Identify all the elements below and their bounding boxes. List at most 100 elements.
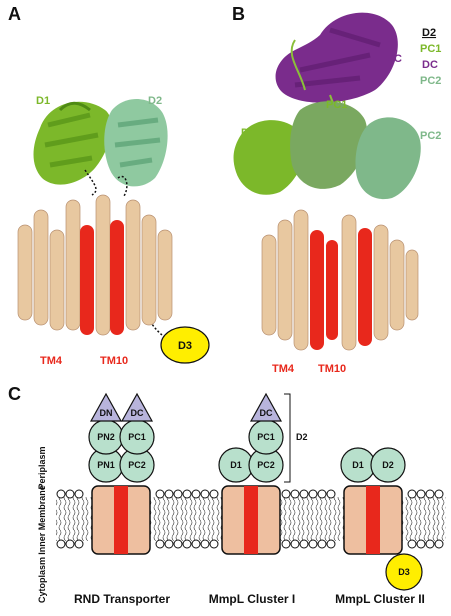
tm4-label: TM4 bbox=[40, 355, 63, 367]
lipid-head bbox=[200, 539, 210, 549]
panel-b-letter: B bbox=[232, 4, 245, 24]
legend-dc: DC bbox=[422, 59, 438, 71]
lipid-head bbox=[173, 489, 183, 499]
d3-label: D3 bbox=[178, 340, 192, 352]
lipid-head bbox=[281, 489, 291, 499]
legend-pc2: PC2 bbox=[420, 75, 441, 87]
mmpl1-dc: DC bbox=[260, 408, 273, 418]
tm-helices bbox=[17, 194, 173, 336]
lipid-head bbox=[173, 539, 183, 549]
rnd-pc1: PC1 bbox=[128, 432, 146, 442]
legend-d2: D2 bbox=[422, 27, 436, 39]
b-tm10-label: TM10 bbox=[318, 363, 346, 375]
b-pc1-label: PC1 bbox=[326, 99, 347, 111]
mmpl1-label: MmpL Cluster I bbox=[209, 592, 295, 606]
panel-c: C Periplasm Inner Membrane Cytoplasm PN1… bbox=[8, 384, 446, 606]
tm4-tm10-helices bbox=[80, 220, 124, 335]
lipid-head bbox=[74, 539, 84, 549]
rnd-pc2: PC2 bbox=[128, 460, 146, 470]
d2-bracket bbox=[284, 393, 291, 483]
bracket-d2-label: D2 bbox=[296, 432, 308, 442]
b-tm4-tm10-helices bbox=[310, 228, 372, 350]
dotted-loop bbox=[147, 317, 169, 341]
d2-label: D2 bbox=[148, 95, 162, 107]
rnd-dc: DC bbox=[131, 408, 144, 418]
mmpl2-d2: D2 bbox=[382, 460, 394, 470]
panel-a: A D1 bbox=[8, 4, 210, 367]
lipid-head bbox=[308, 539, 318, 549]
lipid-head bbox=[155, 539, 165, 549]
dc-domain-structure bbox=[275, 12, 398, 103]
dotted-loop bbox=[117, 175, 128, 197]
lipid-head bbox=[65, 539, 75, 549]
lipid-head bbox=[317, 489, 327, 499]
lipid-head bbox=[65, 489, 75, 499]
dotted-loop bbox=[84, 169, 97, 196]
lipid-head bbox=[326, 489, 336, 499]
b-tm-helices bbox=[261, 209, 419, 351]
lipid-head bbox=[290, 539, 300, 549]
pc1-domain-structure bbox=[290, 101, 368, 189]
panel-c-letter: C bbox=[8, 384, 21, 404]
rnd-dn: DN bbox=[100, 408, 113, 418]
lipid-head bbox=[308, 489, 318, 499]
lipid-head bbox=[56, 539, 66, 549]
rnd-transporter: PN1 PC2 PN2 PC1 DN DC RND Transporter bbox=[74, 392, 170, 606]
d2-domain-structure bbox=[104, 98, 168, 187]
rnd-pn1: PN1 bbox=[97, 460, 115, 470]
lipid-head bbox=[182, 489, 192, 499]
mmpl1-pc1: PC1 bbox=[257, 432, 275, 442]
tm10-label: TM10 bbox=[100, 355, 128, 367]
legend-pc1: PC1 bbox=[420, 43, 441, 55]
lipid-head bbox=[299, 539, 309, 549]
lipid-head bbox=[56, 489, 66, 499]
lipid-head bbox=[200, 489, 210, 499]
mmpl-cluster-1: D1 PC2 PC1 DC D2 MmpL Cluster I bbox=[209, 392, 308, 606]
lipid-head bbox=[416, 539, 426, 549]
cytoplasm-label: Cytoplasm bbox=[37, 557, 47, 603]
mmpl-cluster-2: D1 D2 D3 MmpL Cluster II bbox=[335, 447, 425, 606]
lipid-head bbox=[209, 489, 219, 499]
mmpl1-d1: D1 bbox=[230, 460, 242, 470]
mmpl2-d3: D3 bbox=[398, 567, 410, 577]
lipid-head bbox=[209, 539, 219, 549]
lipid-head bbox=[407, 539, 417, 549]
lipid-head bbox=[407, 489, 417, 499]
lipid-head bbox=[155, 489, 165, 499]
b-dc-label: DC bbox=[386, 53, 402, 65]
mmpl2-d1: D1 bbox=[352, 460, 364, 470]
d1-domain-structure bbox=[33, 101, 112, 185]
lipid-head bbox=[281, 539, 291, 549]
lipid-head bbox=[416, 489, 426, 499]
b-d1-label: D1 bbox=[241, 127, 255, 139]
rnd-transporter-label: RND Transporter bbox=[74, 592, 170, 606]
rnd-pn2: PN2 bbox=[97, 432, 115, 442]
lipid-head bbox=[317, 539, 327, 549]
mmpl2-label: MmpL Cluster II bbox=[335, 592, 425, 606]
periplasm-label: Periplasm bbox=[37, 446, 47, 489]
lipid-head bbox=[191, 539, 201, 549]
b-pc2-label: PC2 bbox=[420, 130, 441, 142]
lipid-head bbox=[164, 539, 174, 549]
lipid-head bbox=[191, 489, 201, 499]
panel-a-letter: A bbox=[8, 4, 21, 24]
lipid-head bbox=[74, 489, 84, 499]
lipid-head bbox=[425, 539, 435, 549]
mmpl1-pc2: PC2 bbox=[257, 460, 275, 470]
b-d1-domain-structure bbox=[233, 120, 305, 195]
lipid-head bbox=[164, 489, 174, 499]
lipid-head bbox=[434, 489, 444, 499]
lipid-head bbox=[326, 539, 336, 549]
d1-label: D1 bbox=[36, 95, 50, 107]
lipid-head bbox=[182, 539, 192, 549]
pc2-domain-structure bbox=[355, 117, 421, 200]
lipid-head bbox=[290, 489, 300, 499]
inner-membrane-label: Inner Membrane bbox=[37, 485, 47, 555]
lipid-head bbox=[434, 539, 444, 549]
panel-b: B D2 PC1 DC bbox=[232, 4, 441, 375]
rnd-red-helix bbox=[114, 486, 128, 554]
lipid-head bbox=[299, 489, 309, 499]
lipid-head bbox=[425, 489, 435, 499]
b-tm4-label: TM4 bbox=[272, 363, 295, 375]
